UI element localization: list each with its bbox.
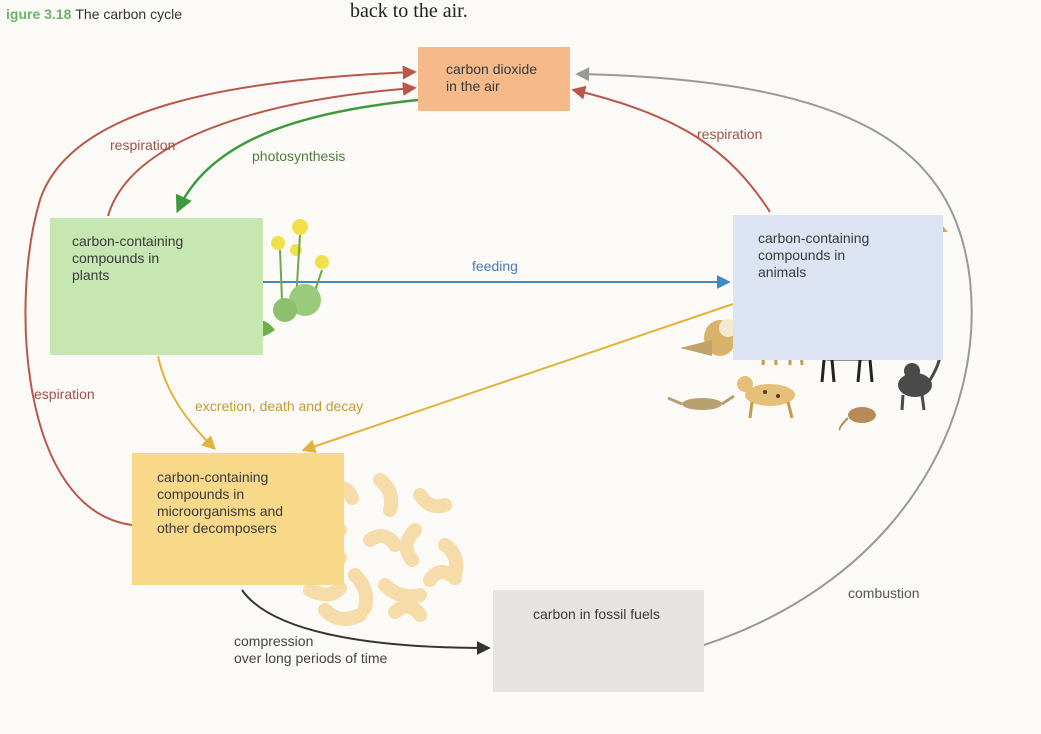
co2-box-line: in the air: [446, 78, 500, 94]
combustion-arrow: [575, 67, 973, 646]
decomposers-box-line: compounds in: [157, 486, 245, 502]
compression-label: compression over long periods of time: [234, 633, 387, 667]
co2-box: carbon dioxide in the air: [418, 47, 570, 111]
plants-box-line: compounds in: [72, 250, 160, 266]
animals-box-line: carbon-containing: [758, 230, 870, 246]
respiration-plants-label: respiration: [110, 137, 176, 153]
respiration-animals-arrow: [571, 85, 771, 213]
decomposers-box-line: microorganisms and: [157, 503, 284, 519]
animals-box-line: animals: [758, 264, 807, 280]
feeding-label: feeding: [472, 258, 518, 274]
respiration-decomposers-label: espiration: [34, 386, 95, 402]
decomposers-box-line: other decomposers: [157, 520, 277, 536]
respiration-plants-arrow: [107, 81, 417, 217]
top-caption: back to the air.: [350, 0, 468, 22]
decay-animals-arrow: [301, 303, 734, 454]
compression-arrow: [241, 589, 491, 655]
decay-plants-arrow: [157, 355, 217, 450]
animals-box: carbon-containing compounds in animals: [733, 215, 943, 360]
plants-box-line: plants: [72, 267, 110, 283]
photosynthesis-label: photosynthesis: [252, 148, 346, 164]
plants-box-line: carbon-containing: [72, 233, 184, 249]
fossil-fuels-box: carbon in fossil fuels: [493, 590, 704, 692]
decomposers-box-line: carbon-containing: [157, 469, 269, 485]
decomposers-box: carbon-containing compounds in microorga…: [132, 453, 344, 585]
microorganisms-illustration: [268, 473, 464, 626]
compression-label-line: over long periods of time: [234, 650, 388, 666]
fossil-fuels-box-label: carbon in fossil fuels: [533, 606, 660, 622]
combustion-label: combustion: [848, 585, 920, 601]
plants-box: carbon-containing compounds in plants: [50, 218, 263, 355]
compression-label-line: compression: [234, 633, 314, 649]
figure-title: The carbon cycle: [75, 6, 182, 22]
respiration-decomposers-arrow: [24, 65, 417, 526]
animals-box-line: compounds in: [758, 247, 846, 263]
excretion-label: excretion, death and decay: [195, 398, 364, 414]
respiration-animals-label: respiration: [697, 126, 763, 142]
photosynthesis-arrow: [175, 98, 419, 214]
co2-box-line: carbon dioxide: [446, 61, 538, 77]
figure-number: igure 3.18: [6, 6, 72, 22]
